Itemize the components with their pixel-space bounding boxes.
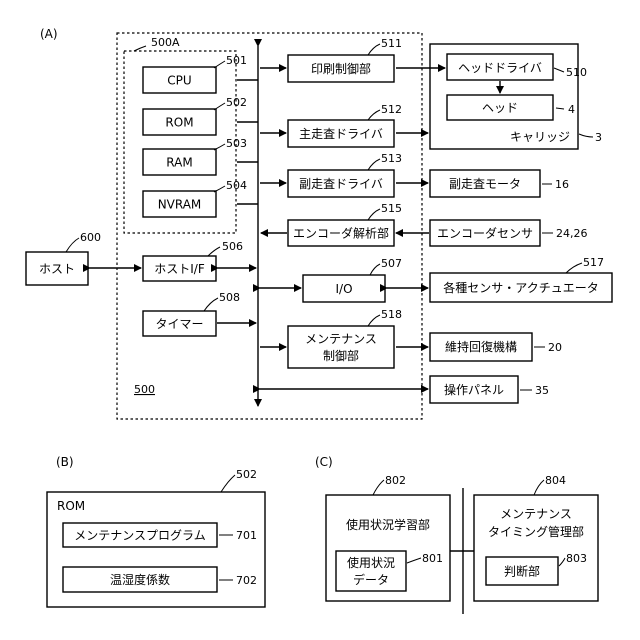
sub-scan-driver-ref: 513 (381, 152, 402, 165)
usage-data-label-line2: データ (353, 572, 389, 587)
operation-panel-ref: 35 (535, 384, 549, 397)
main-scan-driver-label: 主走査ドライバ (299, 127, 383, 141)
cpu-ref: 501 (226, 54, 247, 67)
host-if-ref: 506 (222, 240, 243, 253)
encoder-sensor-label: エンコーダセンサ (437, 226, 533, 241)
maintenance-mechanism-ref: 20 (548, 341, 562, 354)
maintenance-timing-title-line1: メンテナンス (500, 507, 572, 521)
timer-ref: 508 (219, 291, 240, 304)
rom-ref: 502 (226, 96, 247, 109)
ram-label: RAM (166, 156, 192, 170)
judgment-ref: 803 (566, 552, 587, 565)
encoder-sensor-ref: 24,26 (556, 227, 588, 240)
judgment-label: 判断部 (504, 564, 540, 579)
section-label-c: (C) (315, 455, 333, 469)
rom-detail-ref: 502 (236, 468, 257, 481)
maintenance-program-label: メンテナンスプログラム (74, 529, 205, 543)
encoder-analysis-label: エンコーダ解析部 (293, 226, 389, 241)
temp-humidity-coef-label: 温湿度係数 (110, 572, 170, 587)
print-control-ref: 511 (381, 37, 402, 50)
io-label: I/O (335, 282, 352, 296)
sub-scan-driver-label: 副走査ドライバ (299, 177, 383, 191)
carriage-label: キャリッジ (510, 130, 570, 144)
host-if-label: ホストI/F (154, 262, 205, 276)
cpu-label: CPU (167, 74, 191, 88)
temp-humidity-coef-ref: 702 (236, 574, 257, 587)
head-driver-ref: 510 (566, 66, 587, 79)
maintenance-timing-ref: 804 (545, 474, 566, 487)
section-label-b: (B) (56, 455, 74, 469)
operation-panel-label: 操作パネル (444, 382, 504, 397)
maintenance-mechanism-label: 維持回復機構 (445, 339, 517, 354)
carriage-ref: 3 (595, 131, 602, 144)
usage-data-ref: 801 (422, 552, 443, 565)
rom-label: ROM (165, 116, 193, 130)
maintenance-program-ref: 701 (236, 529, 257, 542)
section-label-a: (A) (40, 27, 58, 41)
maintenance-timing-title-line2: タイミング管理部 (488, 524, 584, 539)
maintenance-control-ref: 518 (381, 308, 402, 321)
head-ref: 4 (568, 103, 575, 116)
timer-label: タイマー (155, 317, 203, 331)
rom-detail-title: ROM (57, 499, 85, 513)
usage-learning-title: 使用状況学習部 (346, 517, 430, 532)
sensors-actuators-label: 各種センサ・アクチュエータ (443, 280, 598, 295)
subsystem-ref: 500A (151, 36, 180, 49)
controller-ref: 500 (134, 383, 155, 396)
usage-learning-ref: 802 (385, 474, 406, 487)
usage-data-label-line1: 使用状況 (347, 555, 395, 570)
io-ref: 507 (381, 257, 402, 270)
nvram-label: NVRAM (158, 198, 202, 212)
maintenance-control-label-line1: メンテナンス (305, 332, 377, 346)
head-label: ヘッド (482, 101, 518, 115)
sensors-actuators-ref: 517 (583, 256, 604, 269)
host-label: ホスト (39, 262, 75, 276)
print-control-label: 印刷制御部 (311, 61, 371, 76)
sub-scan-motor-ref: 16 (555, 178, 569, 191)
nvram-ref: 504 (226, 179, 247, 192)
maintenance-control-label-line2: 制御部 (323, 348, 359, 363)
main-scan-driver-ref: 512 (381, 103, 402, 116)
sub-scan-motor-label: 副走査モータ (449, 177, 521, 191)
host-ref: 600 (80, 231, 101, 244)
ram-ref: 503 (226, 137, 247, 150)
head-driver-label: ヘッドドライバ (458, 61, 542, 75)
encoder-analysis-ref: 515 (381, 202, 402, 215)
